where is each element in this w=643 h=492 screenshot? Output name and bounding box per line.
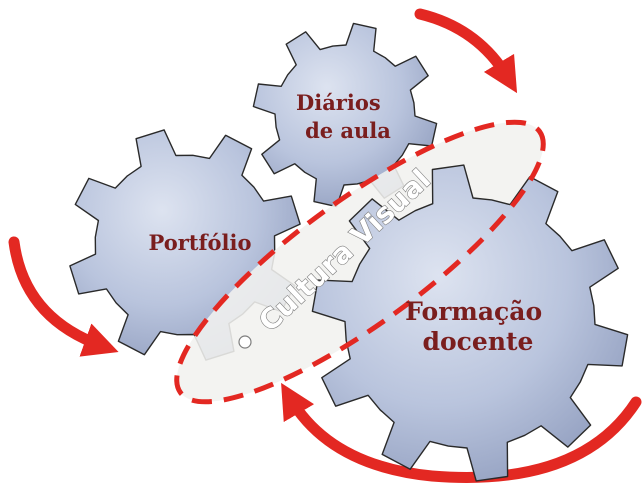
gear-diarios-line1: Diários (296, 90, 381, 115)
gear-formacao-line1: Formação (405, 297, 542, 326)
gear-diarios-line2: de aula (305, 118, 391, 143)
arrow-left (8, 236, 119, 357)
gear-formacao-shape (311, 164, 629, 482)
gear-portfolio-label: Portfólio (148, 230, 251, 255)
gear-formacao-line2: docente (423, 327, 534, 356)
gear-diarios-label: Diários de aula (296, 90, 391, 143)
cultura-visual-dashed-ring (174, 119, 546, 405)
gear-formacao (311, 164, 629, 482)
bullet-dot (238, 335, 252, 349)
arrow-bottom-right (281, 382, 642, 483)
arrow-top-right (414, 8, 518, 94)
gear-formacao-label: Formação docente (405, 297, 551, 356)
